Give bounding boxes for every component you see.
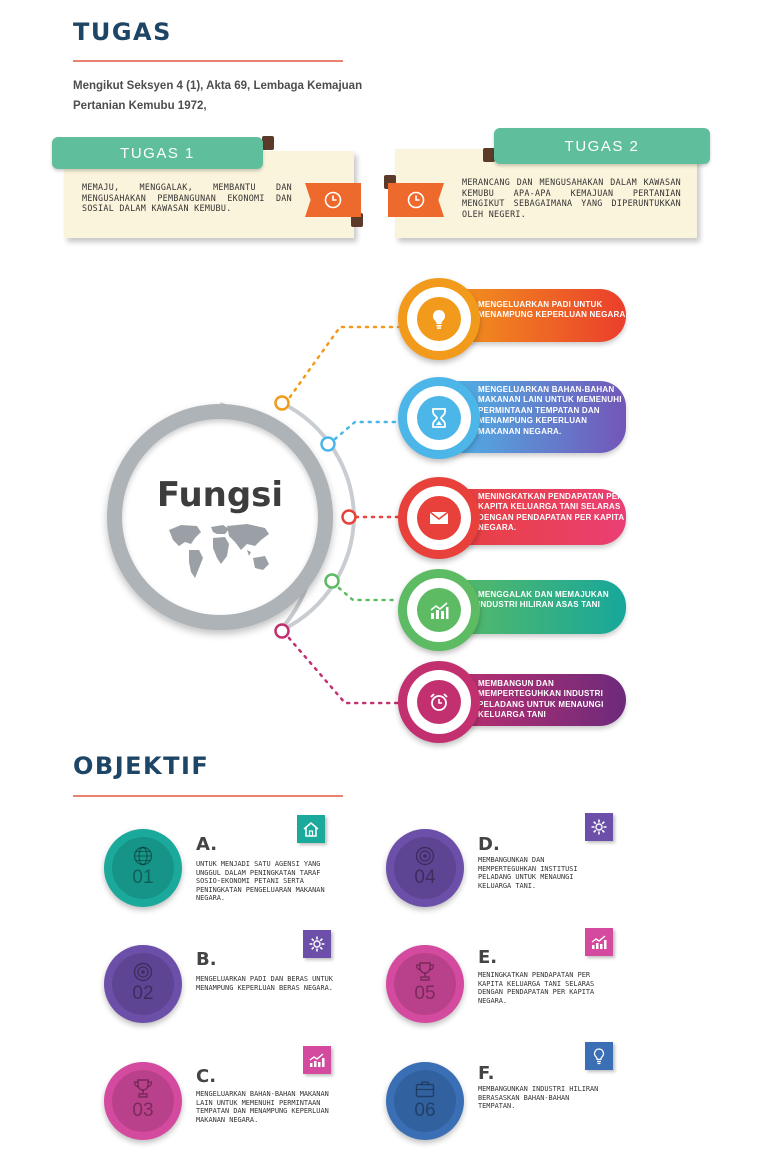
objektif-e-letter: E.: [478, 947, 498, 968]
envelope-icon: [429, 511, 449, 524]
objektif-b-circle: 02: [104, 945, 182, 1023]
lightbulb-icon: [593, 1048, 605, 1065]
objektif-d-text: MEMBANGUNKAN DAN MEMPERTEGUHKAN INSTITUS…: [478, 856, 578, 890]
objektif-e-circle-inner: [394, 953, 456, 1015]
tugas-divider: [73, 60, 343, 62]
objektif-c-circle-inner: [112, 1070, 174, 1132]
objektif-b-circle-inner: [112, 953, 174, 1015]
tugas-1-tag: TUGAS 1: [52, 137, 263, 169]
objektif-d-number: 04: [414, 867, 436, 888]
chart-up-icon: [430, 602, 449, 619]
tugas-intro: Mengikut Seksyen 4 (1), Akta 69, Lembaga…: [73, 80, 363, 112]
fungsi-item-1-text: MENGELUARKAN PADI UNTUK MENAMPUNG KEPERL…: [478, 300, 628, 320]
tugas-title: TUGAS: [73, 18, 172, 46]
fungsi-item-4-text: MENGGALAK DAN MEMAJUKAN INDUSTRI HILIRAN…: [478, 590, 609, 610]
target-icon: [415, 846, 435, 866]
objektif-d-circle: 04: [386, 829, 464, 907]
objektif-divider: [73, 795, 343, 797]
objektif-f-badge: [585, 1042, 613, 1070]
objektif-a-badge: [297, 815, 325, 843]
objektif-a-number: 01: [132, 867, 154, 888]
tugas-1-text: MEMAJU, MENGGALAK, MEMBANTU DAN MENGUSAH…: [82, 182, 292, 214]
objektif-f-circle: 06: [386, 1062, 464, 1140]
chart-up-icon: [309, 1053, 325, 1067]
objektif-f-number: 06: [414, 1100, 436, 1121]
trophy-icon: [415, 962, 435, 981]
briefcase-icon: [415, 1081, 435, 1098]
fungsi-item-5-text: MEMBANGUN DAN MEMPERTEGUHKAN INDUSTRI PE…: [478, 679, 604, 720]
tugas-2-clock-tab: [388, 183, 444, 217]
objektif-c-number: 03: [132, 1100, 154, 1121]
fungsi-item-1-disc: [417, 297, 461, 341]
fungsi-item-2-text: MENGELUARKAN BAHAN-BAHAN MAKANAN LAIN UN…: [478, 385, 622, 436]
objektif-e-number: 05: [414, 983, 436, 1004]
lightbulb-icon: [432, 309, 446, 329]
gear-icon: [309, 936, 325, 952]
objektif-c-text: MENGELUARKAN BAHAN-BAHAN MAKANAN LAIN UN…: [196, 1090, 329, 1124]
objektif-a-letter: A.: [196, 834, 218, 855]
tugas-1-clock-tab: [305, 183, 361, 217]
tag-fold: [262, 136, 274, 150]
objektif-b-letter: B.: [196, 949, 217, 970]
fungsi-title: Fungsi: [156, 475, 284, 515]
objektif-f-text: MEMBANGUNKAN INDUSTRI HILIRAN BERASASKAN…: [478, 1085, 599, 1111]
objektif-d-badge: [585, 813, 613, 841]
objektif-title: OBJEKTIF: [73, 752, 210, 780]
fungsi-item-3-text: MENINGKATKAN PENDAPATAN PER KAPITA KELUA…: [478, 492, 625, 533]
objektif-e-badge: [585, 928, 613, 956]
objektif-f-circle-inner: [394, 1070, 456, 1132]
objektif-e-circle: 05: [386, 945, 464, 1023]
hourglass-icon: [432, 408, 446, 428]
fungsi-item-2-disc: [417, 396, 461, 440]
tugas-2-tag: TUGAS 2: [494, 128, 710, 164]
fungsi-center: [122, 419, 318, 615]
target-icon: [133, 962, 153, 982]
world-map-icon: [169, 524, 269, 578]
objektif-b-number: 02: [132, 983, 154, 1004]
objektif-d-circle-inner: [394, 837, 456, 899]
home-icon: [303, 822, 319, 837]
objektif-e-text: MENINGKATKAN PENDAPATAN PER KAPITA KELUA…: [478, 971, 595, 1005]
trophy-icon: [133, 1079, 153, 1098]
objektif-c-letter: C.: [196, 1066, 217, 1087]
fungsi-item-5-disc: [417, 680, 461, 724]
gear-icon: [591, 819, 607, 835]
fungsi-item-3-disc: [417, 496, 461, 540]
clock-icon: [407, 191, 425, 209]
objektif-b-badge: [303, 930, 331, 958]
globe-icon: [133, 846, 153, 866]
objektif-f-letter: F.: [478, 1063, 495, 1084]
objektif-d-letter: D.: [478, 834, 500, 855]
objektif-b-text: MENGELUARKAN PADI DAN BERAS UNTUK MENAMP…: [196, 975, 333, 992]
tugas-2-text: MERANCANG DAN MENGUSAHAKAN DALAM KAWASAN…: [462, 177, 681, 219]
objektif-a-text: UNTUK MENJADI SATU AGENSI YANG UNGGUL DA…: [196, 860, 325, 903]
tag-fold: [483, 148, 495, 162]
alarm-clock-icon: [430, 693, 448, 711]
fungsi-item-4-disc: [417, 588, 461, 632]
objektif-c-badge: [303, 1046, 331, 1074]
clock-icon: [324, 191, 342, 209]
objektif-a-circle-inner: [112, 837, 174, 899]
objektif-a-circle: 01: [104, 829, 182, 907]
chart-up-icon: [591, 935, 607, 949]
objektif-c-circle: 03: [104, 1062, 182, 1140]
